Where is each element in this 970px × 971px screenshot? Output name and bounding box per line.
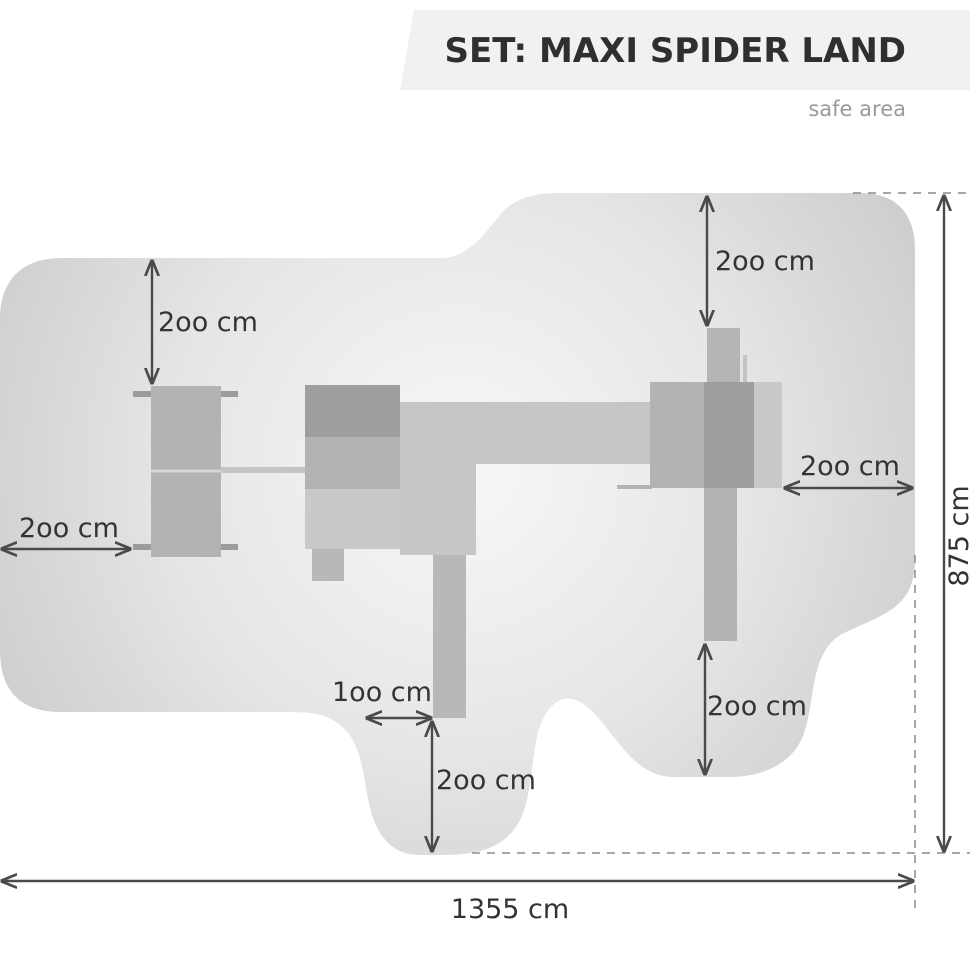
dimension-labels: 2oo cm 2oo cm 2oo cm 2oo cm 2oo cm 1oo c… — [19, 246, 970, 925]
page-title: SET: MAXI SPIDER LAND — [444, 31, 906, 71]
tower-roof — [305, 385, 400, 437]
label-total-width: 1355 cm — [451, 894, 569, 925]
right-tower-ledge — [617, 485, 652, 489]
label-left-side: 2oo cm — [19, 513, 119, 544]
tower-step — [312, 549, 344, 581]
right-tower-pole — [743, 355, 747, 385]
label-left-top: 2oo cm — [158, 307, 258, 338]
label-right-bottom: 2oo cm — [707, 691, 807, 722]
tower-lower — [305, 489, 400, 549]
label-right-side: 2oo cm — [800, 451, 900, 482]
playset-top-view — [133, 328, 782, 718]
label-right-top: 2oo cm — [715, 246, 815, 277]
bridge — [476, 402, 654, 464]
label-total-height: 875 cm — [944, 485, 970, 586]
dimension-arrows — [2, 196, 944, 881]
page-subtitle: safe area — [808, 97, 906, 121]
tower-side — [400, 402, 476, 555]
title-band — [400, 10, 970, 90]
right-tower-top-slide — [707, 328, 740, 385]
label-slide-side: 1oo cm — [332, 677, 432, 708]
label-slide-bottom: 2oo cm — [436, 765, 536, 796]
swing-beam — [221, 467, 306, 473]
right-tower-center — [704, 382, 754, 488]
slide — [433, 555, 466, 718]
right-tower-left — [650, 382, 704, 488]
right-tower-right — [754, 382, 782, 488]
right-tower-bottom-slide — [704, 488, 737, 641]
boundary-dashed-lines — [472, 192, 970, 915]
tower-upper — [305, 437, 400, 489]
